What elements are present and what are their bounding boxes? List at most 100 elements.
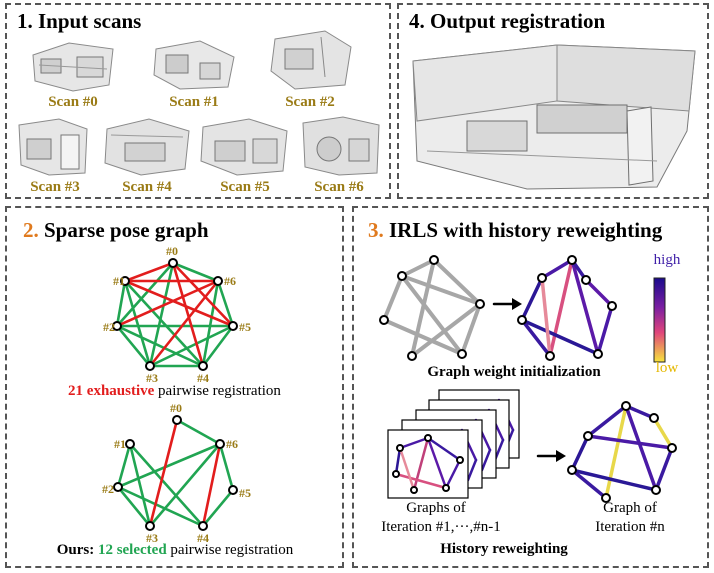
graph-node (228, 485, 238, 495)
graph-node (145, 361, 155, 371)
graph-node (407, 351, 417, 361)
scan-label: Scan #6 (314, 179, 364, 195)
red-edge (171, 261, 235, 328)
graph-of-label: Graph of (603, 500, 657, 516)
red-edge (148, 418, 179, 528)
weighted-edge (604, 404, 628, 500)
graph-node (392, 470, 400, 478)
scan-1-image (153, 40, 235, 90)
weighted-edge (426, 436, 448, 490)
graph-node (228, 321, 238, 331)
weighted-edge (654, 446, 674, 492)
weighted-edge (570, 468, 658, 492)
graph-node (442, 484, 450, 492)
panel-title-text: IRLS with history reweighting (389, 218, 663, 242)
green-edge (116, 442, 132, 489)
weighted-edge (520, 276, 544, 322)
panel-title-text: Input scans (38, 9, 142, 33)
node-label: #2 (103, 320, 115, 334)
sparse-pose-graph: #0#1#2#3#4#5#6 (102, 401, 251, 545)
node-label: #2 (102, 482, 114, 496)
weighted-edge (540, 276, 552, 358)
green-edge (175, 418, 222, 446)
panel-irls-history-reweighting: 3. IRLS with history reweighting high lo… (352, 206, 709, 568)
green-edge (201, 324, 235, 368)
uniform-edge (400, 258, 436, 278)
uniform-edge (382, 318, 464, 356)
uniform-edge (410, 258, 436, 358)
node-label: #0 (170, 401, 182, 415)
scan-label: Scan #5 (220, 179, 270, 195)
weighted-edge (412, 436, 430, 492)
graph-node (120, 276, 130, 286)
scan-label: Scan #0 (48, 94, 98, 110)
panel-title-text: Sparse pose graph (44, 218, 209, 242)
green-edge (171, 261, 220, 283)
graph-node (397, 271, 407, 281)
scan-5-image (200, 118, 288, 176)
panel-title: 1. Input scans (17, 9, 141, 34)
node-label: #4 (197, 371, 209, 385)
node-label: #1 (114, 437, 126, 451)
panel-number: 2. (23, 218, 39, 242)
uniform-edge (460, 302, 482, 356)
red-edge (123, 261, 175, 283)
graph-node (607, 301, 617, 311)
panel-sparse-pose-graph: 2. Sparse pose graph #0#1#2#3#4#5#6 21 e… (5, 206, 344, 568)
graph-node (172, 415, 182, 425)
scan-6-image (302, 116, 380, 176)
selected-count: 12 selected (97, 542, 167, 558)
uniform-edge (400, 274, 482, 306)
node-label: #0 (166, 244, 178, 258)
node-label: #6 (224, 274, 236, 288)
graph-node (621, 401, 631, 411)
graph-node (567, 255, 577, 265)
graph-node (537, 273, 547, 283)
panel-title-text: Output registration (430, 9, 606, 33)
graph-node (457, 349, 467, 359)
graph-node (198, 361, 208, 371)
weighted-edge (652, 416, 674, 450)
weighted-edge (444, 458, 462, 490)
weighted-edge (394, 472, 448, 490)
graph-node (475, 299, 485, 309)
panel-output-registration: 4. Output registration (397, 3, 709, 199)
graph-node (545, 351, 555, 361)
history-caption: History reweighting (440, 541, 568, 557)
green-edge (201, 488, 235, 528)
arrow-head (556, 450, 566, 462)
node-label: #4 (197, 531, 209, 545)
graph-node (601, 493, 611, 503)
weighted-edge (540, 258, 574, 280)
panel-input-scans: 1. Input scans Scan #0 Scan #1 Scan #2 S… (5, 3, 391, 199)
node-label: #1 (113, 274, 125, 288)
green-edge (148, 324, 235, 368)
green-edge (115, 279, 127, 328)
scan-label: Scan #4 (122, 179, 172, 195)
green-edge (218, 442, 235, 492)
uniform-edge (400, 274, 464, 356)
exhaustive-count: 21 exhaustive (68, 383, 155, 399)
graphs-of-label: Graphs of (406, 500, 466, 516)
graph-node (429, 255, 439, 265)
node-label: #6 (226, 437, 238, 451)
graph-node (379, 315, 389, 325)
init-caption: Graph weight initialization (427, 364, 601, 380)
weighted-edge (624, 404, 658, 492)
weighted-edge (570, 258, 600, 356)
green-edge (201, 279, 220, 368)
panel-number: 4. (409, 9, 425, 33)
green-edge (116, 485, 205, 528)
ours-label: Ours: (56, 542, 98, 558)
red-edge (115, 279, 220, 328)
irls-diagram (379, 255, 677, 503)
graph-node (583, 431, 593, 441)
graph-node (667, 443, 677, 453)
colorbar (653, 277, 666, 363)
weighted-edge (480, 448, 492, 472)
exhaustive-caption-text: pairwise registration (154, 383, 281, 399)
green-edge (116, 442, 222, 489)
graph-node (581, 275, 591, 285)
graph-node (517, 315, 527, 325)
weighted-edge (624, 404, 656, 420)
